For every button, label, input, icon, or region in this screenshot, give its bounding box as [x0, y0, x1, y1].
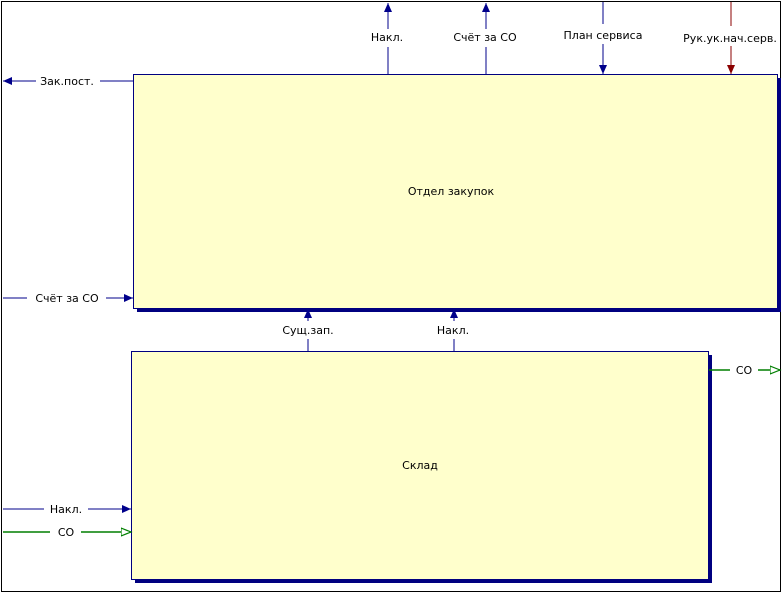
arrow-label: Зак.пост. — [40, 75, 94, 88]
arrow-label: Накл. — [371, 31, 403, 44]
box-label-warehouse: Склад — [402, 459, 438, 472]
arrow-in-invoice-left[interactable]: Счёт за СО — [3, 292, 133, 305]
arrow-wh-to-pur-sushzap[interactable]: Сущ.зап. — [282, 309, 334, 351]
arrow-label: Сущ.зап. — [282, 324, 333, 337]
arrow-label: Рук.ук.нач.серв. — [683, 32, 777, 45]
arrow-out-zakpost[interactable]: Зак.пост. — [3, 75, 133, 88]
arrow-label: Счёт за СО — [453, 31, 517, 44]
arrow-in-co-wh[interactable]: СО — [3, 526, 131, 539]
arrow-label: План сервиса — [564, 29, 643, 42]
arrow-out-invoice-top[interactable]: Счёт за СО — [453, 3, 517, 74]
arrow-label: Накл. — [50, 503, 82, 516]
arrow-in-manager[interactable]: Рук.ук.нач.серв. — [683, 2, 777, 74]
arrow-label: СО — [736, 364, 753, 377]
arrow-wh-to-pur-nakl[interactable]: Накл. — [437, 309, 469, 351]
arrow-out-co-right[interactable]: СО — [709, 364, 780, 377]
arrow-label: СО — [58, 526, 75, 539]
box-label-purchasing: Отдел закупок — [408, 185, 495, 198]
arrow-in-nakl-wh[interactable]: Накл. — [3, 503, 131, 516]
arrow-in-service-plan[interactable]: План сервиса — [564, 2, 643, 74]
box-body — [131, 351, 709, 580]
arrow-out-nakl-top[interactable]: Накл. — [371, 3, 403, 74]
arrow-label: Накл. — [437, 324, 469, 337]
activity-box-warehouse[interactable]: Склад — [131, 351, 713, 584]
arrow-label: Счёт за СО — [35, 292, 99, 305]
activity-box-purchasing[interactable]: Отдел закупок — [133, 74, 782, 313]
box-body — [133, 74, 778, 309]
